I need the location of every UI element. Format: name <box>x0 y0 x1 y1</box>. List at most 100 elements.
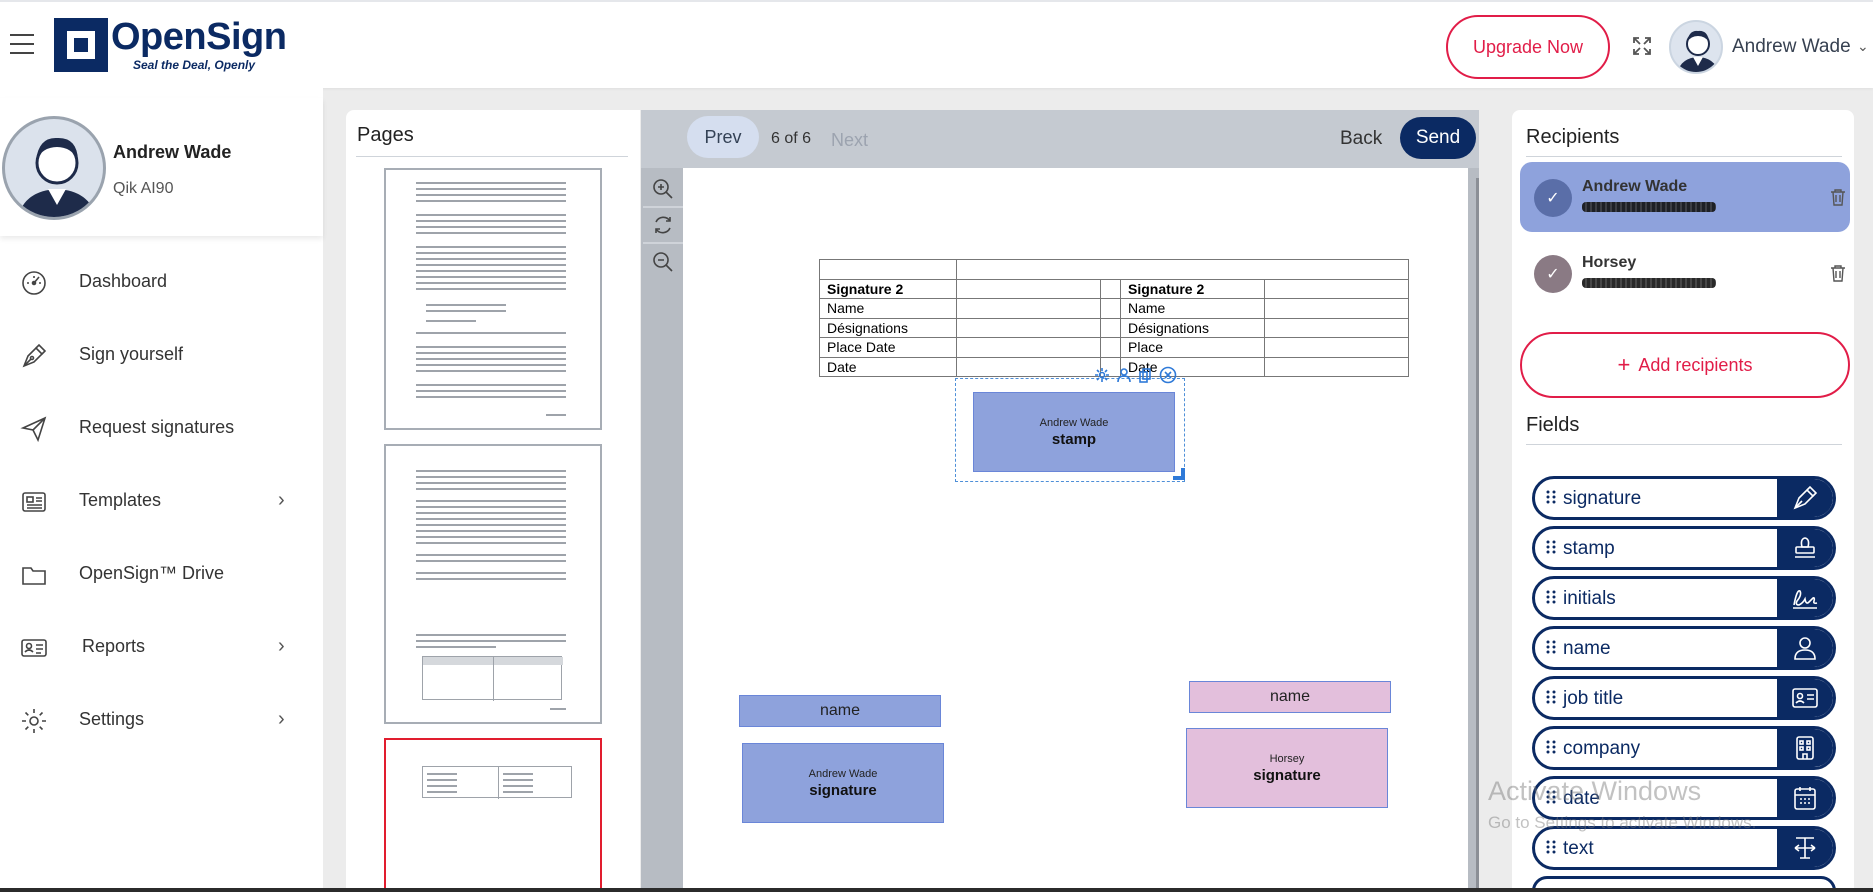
sidebar-item-reports[interactable]: Reports › <box>0 621 323 671</box>
zoom-controls <box>643 172 683 282</box>
field-label: text <box>1563 838 1594 859</box>
sidebar-item-dashboard[interactable]: Dashboard <box>0 256 323 306</box>
table-cell: Signature 2 <box>819 278 957 299</box>
field-owner: Andrew Wade <box>1039 416 1109 429</box>
sidebar-item-settings[interactable]: Settings › <box>0 694 323 744</box>
sidebar-item-sign-yourself[interactable]: Sign yourself <box>0 329 323 379</box>
drag-handle-icon[interactable] <box>1545 490 1557 504</box>
trash-icon[interactable] <box>1830 188 1846 206</box>
sidebar-item-drive[interactable]: OpenSign™ Drive <box>0 548 323 598</box>
user-avatar[interactable] <box>1669 20 1723 74</box>
drag-handle-icon[interactable] <box>1545 790 1557 804</box>
logo[interactable]: OpenSign Seal the Deal, Openly <box>54 16 287 74</box>
send-button[interactable]: Send <box>1400 117 1476 159</box>
signature-field-andrew[interactable]: Andrew Wade signature <box>742 743 944 823</box>
add-recipients-label: Add recipients <box>1638 354 1753 375</box>
watermark-line2: Go to Settings to activate Windows. <box>1488 813 1757 832</box>
vertical-scrollbar[interactable] <box>1476 178 1479 892</box>
redacted-email <box>1582 278 1716 288</box>
chevron-right-icon: › <box>278 488 285 511</box>
field-type: signature <box>809 781 877 799</box>
trash-icon[interactable] <box>1830 264 1846 282</box>
sidebar-item-label: Request signatures <box>79 416 235 437</box>
field-widget-signature[interactable]: signature <box>1532 476 1836 520</box>
fields-title: Fields <box>1526 414 1580 436</box>
page-thumbnail-4[interactable] <box>384 168 602 430</box>
field-type: name <box>819 702 861 719</box>
field-widget-job-title[interactable]: job title <box>1532 676 1836 720</box>
settings-icon[interactable] <box>1093 366 1111 384</box>
name-field-andrew[interactable]: name <box>739 695 941 727</box>
right-panel: Recipients ✓ Andrew Wade ✓ Horsey + Add … <box>1512 110 1854 892</box>
rotate-icon[interactable] <box>643 208 683 244</box>
drag-handle-icon[interactable] <box>1545 540 1557 554</box>
field-type: name <box>1269 688 1311 705</box>
zoom-in-icon[interactable] <box>643 172 683 208</box>
divider <box>1526 156 1842 157</box>
fullscreen-icon[interactable] <box>1632 36 1652 56</box>
text-cursor-icon <box>1777 829 1833 867</box>
signature-field-horsey[interactable]: Horsey signature <box>1186 728 1388 808</box>
user-name[interactable]: Andrew Wade <box>1732 36 1851 57</box>
signature-pen-icon <box>1777 479 1833 517</box>
field-type: stamp <box>1051 430 1097 448</box>
drag-handle-icon[interactable] <box>1545 840 1557 854</box>
selected-field-outline[interactable] <box>955 378 1185 482</box>
field-widget-name[interactable]: name <box>1532 626 1836 670</box>
zoom-out-icon[interactable] <box>643 244 683 280</box>
sidebar-item-templates[interactable]: Templates › <box>0 475 323 525</box>
field-label: date <box>1563 788 1600 809</box>
recipient-horsey[interactable]: ✓ Horsey <box>1520 238 1850 308</box>
sidebar-item-label: Settings <box>79 708 145 729</box>
drag-handle-icon[interactable] <box>1545 740 1557 754</box>
table-cell: Name <box>819 298 957 319</box>
page-thumbnail-5[interactable] <box>384 444 602 724</box>
close-icon[interactable] <box>1159 366 1177 384</box>
check-icon: ✓ <box>1534 255 1572 293</box>
field-label: stamp <box>1563 538 1615 559</box>
field-owner: Andrew Wade <box>808 767 878 780</box>
back-button[interactable]: Back <box>1340 128 1383 149</box>
user-assign-icon[interactable] <box>1115 366 1133 384</box>
profile-avatar[interactable] <box>2 116 106 220</box>
document-viewer: Prev 6 of 6 Next Back Send Signature 2 S… <box>641 110 1479 892</box>
profile-org: Qik AI90 <box>113 180 174 197</box>
drag-handle-icon[interactable] <box>1545 590 1557 604</box>
field-widget-initials[interactable]: initials <box>1532 576 1836 620</box>
field-type: signature <box>1253 766 1321 784</box>
building-icon <box>1777 729 1833 767</box>
page-indicator: 6 of 6 <box>771 130 812 147</box>
logo-name: OpenSign <box>111 16 287 58</box>
watermark-line1: Activate Windows <box>1488 776 1702 806</box>
field-widget-text[interactable]: text <box>1532 826 1836 870</box>
stamp-field[interactable]: Andrew Wade stamp <box>973 392 1175 472</box>
add-recipients-button[interactable]: + Add recipients <box>1520 332 1850 398</box>
upgrade-now-button[interactable]: Upgrade Now <box>1446 15 1610 79</box>
pen-icon <box>20 342 48 370</box>
recipient-name: Horsey <box>1582 254 1637 271</box>
gear-icon <box>20 707 48 735</box>
sidebar-item-label: OpenSign™ Drive <box>79 562 225 583</box>
name-field-horsey[interactable]: name <box>1189 681 1391 713</box>
prev-page-button[interactable]: Prev <box>687 116 759 158</box>
resize-handle[interactable] <box>1173 468 1185 480</box>
redacted-email <box>1582 202 1716 212</box>
field-widget-company[interactable]: company <box>1532 726 1836 770</box>
recipient-andrew-wade[interactable]: ✓ Andrew Wade <box>1520 162 1850 232</box>
chevron-down-icon[interactable]: ⌄ <box>1857 38 1869 54</box>
drag-handle-icon[interactable] <box>1545 690 1557 704</box>
drag-handle-icon[interactable] <box>1545 640 1557 654</box>
field-label: job title <box>1563 688 1624 709</box>
field-widget-date[interactable]: date <box>1532 776 1836 820</box>
field-widget-stamp[interactable]: stamp <box>1532 526 1836 570</box>
field-label: signature <box>1563 488 1642 509</box>
sidebar-item-request-signatures[interactable]: Request signatures <box>0 402 323 452</box>
page-thumbnail-6[interactable] <box>384 738 602 892</box>
sidebar-item-label: Templates <box>79 489 162 510</box>
copy-icon[interactable] <box>1137 366 1155 384</box>
next-page-button[interactable]: Next <box>831 130 869 150</box>
signature-table: Signature 2 Signature 2 Name Name Désign… <box>819 259 1409 377</box>
document-page[interactable]: Signature 2 Signature 2 Name Name Désign… <box>683 168 1468 892</box>
activate-windows-watermark: Activate Windows Go to Settings to activ… <box>1488 776 1756 833</box>
hamburger-menu-icon[interactable] <box>10 34 34 54</box>
